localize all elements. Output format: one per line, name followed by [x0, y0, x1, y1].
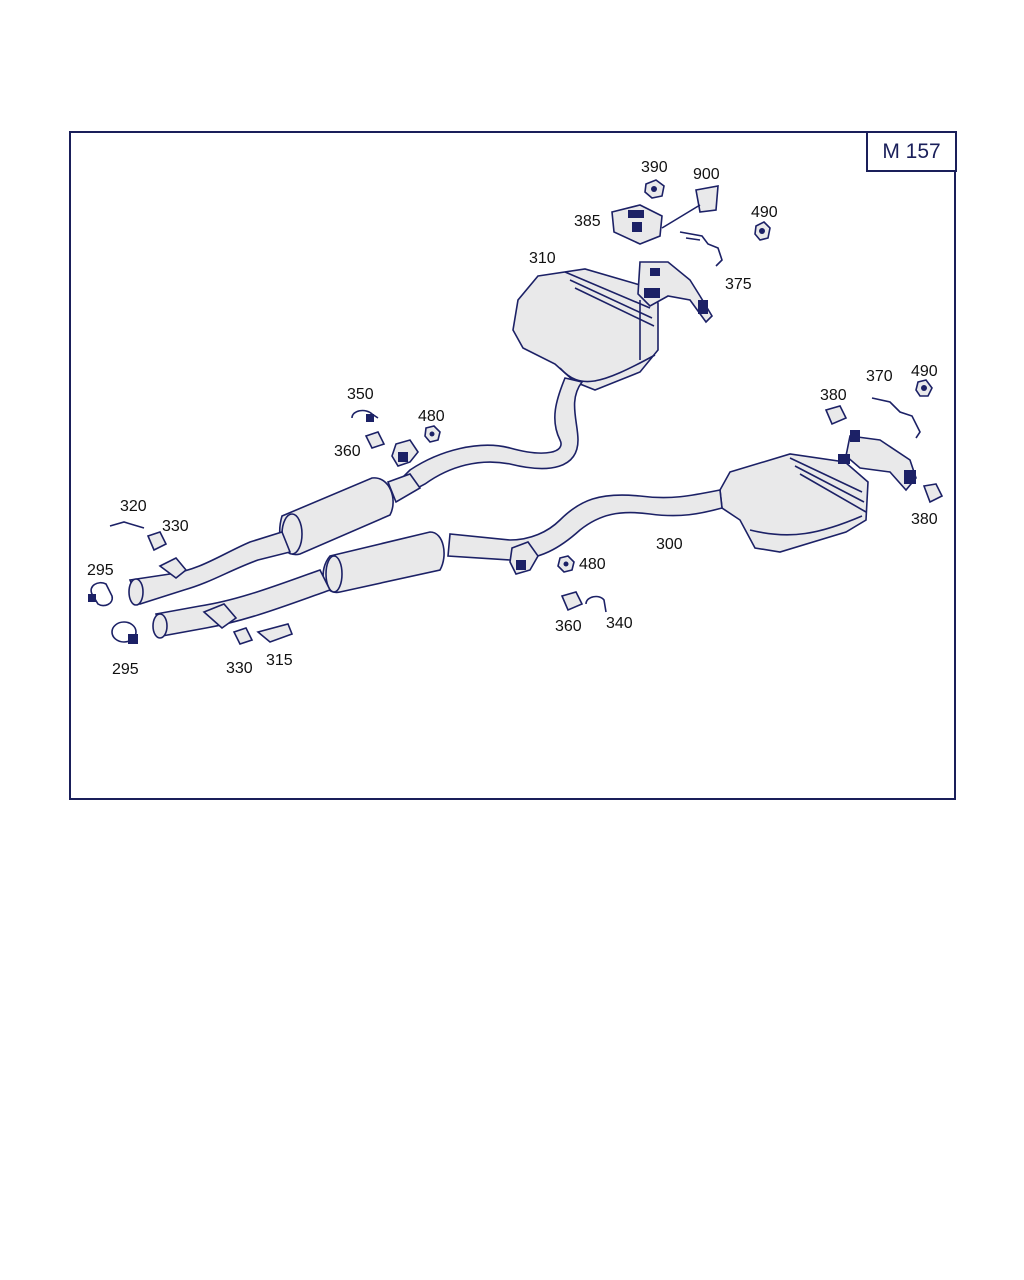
part-label-380-top: 380 — [820, 387, 847, 404]
part-label-380-right: 380 — [911, 511, 938, 528]
part-label-480-lower: 480 — [579, 556, 606, 573]
washer-490-right[interactable] — [915, 379, 933, 397]
clamp-340[interactable] — [585, 595, 607, 613]
center-muffler-lower[interactable] — [322, 531, 445, 593]
rear-muffler-left[interactable] — [512, 268, 659, 391]
rubber-mount-330-upper[interactable] — [146, 531, 168, 552]
model-code-box: M 157 — [866, 131, 957, 172]
front-pipe-upper[interactable] — [128, 531, 292, 606]
diagram-frame — [69, 131, 956, 800]
part-label-370: 370 — [866, 368, 893, 385]
hanger-lower-center[interactable] — [509, 541, 539, 575]
part-label-330-lower: 330 — [226, 660, 253, 677]
washer-490-top[interactable] — [754, 221, 771, 241]
rubber-mount-330-lower[interactable] — [232, 627, 254, 645]
part-label-300: 300 — [656, 536, 683, 553]
model-code: M 157 — [882, 139, 941, 163]
part-label-295-lower: 295 — [112, 661, 139, 678]
clamp-295-lower[interactable] — [111, 621, 138, 644]
part-label-375: 375 — [725, 276, 752, 293]
part-label-350: 350 — [347, 386, 374, 403]
bracket-370[interactable] — [871, 397, 921, 439]
part-label-385: 385 — [574, 213, 601, 230]
clamp-295-upper[interactable] — [88, 581, 114, 607]
nut-390[interactable] — [644, 179, 665, 199]
bracket-315[interactable] — [256, 623, 294, 643]
part-label-295-upper: 295 — [87, 562, 114, 579]
hanger-assembly-left[interactable] — [637, 261, 714, 324]
rubber-mount-360-lower[interactable] — [560, 591, 584, 612]
rubber-mount-360-upper[interactable] — [364, 431, 386, 449]
hanger-assembly-right[interactable] — [838, 430, 917, 492]
part-label-360-lower: 360 — [555, 618, 582, 635]
nut-480-upper[interactable] — [424, 425, 441, 443]
part-label-310: 310 — [529, 250, 556, 267]
hanger-front-lower[interactable] — [202, 603, 238, 630]
hanger-front-upper[interactable] — [158, 557, 188, 580]
rubber-mount-380-right[interactable] — [922, 483, 944, 504]
part-label-490-top: 490 — [751, 204, 778, 221]
bracket-375[interactable] — [679, 231, 723, 267]
part-label-340: 340 — [606, 615, 633, 632]
part-label-490-right: 490 — [911, 363, 938, 380]
part-label-480-upper: 480 — [418, 408, 445, 425]
part-label-320: 320 — [120, 498, 147, 515]
nut-480-lower[interactable] — [557, 555, 575, 573]
hanger-upper-center[interactable] — [391, 439, 419, 467]
part-label-315: 315 — [266, 652, 293, 669]
label-sticker-900[interactable] — [661, 185, 719, 229]
rear-muffler-right[interactable] — [719, 453, 869, 553]
connecting-pipe-lower[interactable] — [447, 489, 723, 561]
bracket-320[interactable] — [109, 521, 145, 529]
part-label-330-upper: 330 — [162, 518, 189, 535]
front-pipe-lower[interactable] — [152, 569, 332, 639]
rubber-mount-380-top[interactable] — [824, 405, 848, 426]
part-label-900: 900 — [693, 166, 720, 183]
clamp-350[interactable] — [351, 409, 379, 422]
part-label-390: 390 — [641, 159, 668, 176]
bracket-385[interactable] — [611, 204, 663, 245]
part-label-360-upper: 360 — [334, 443, 361, 460]
